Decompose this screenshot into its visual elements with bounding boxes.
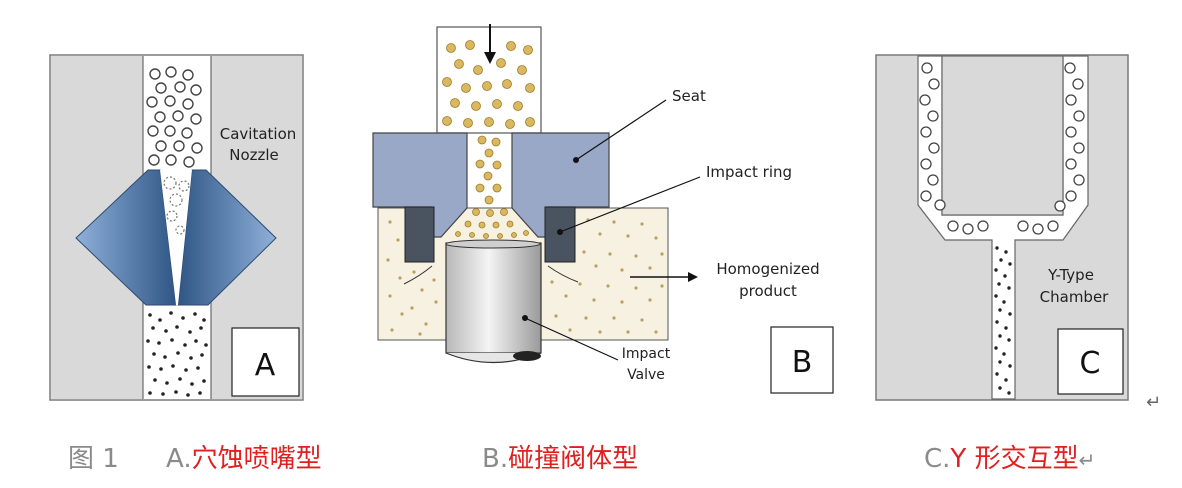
caption-a: A.穴蚀喷嘴型 — [166, 442, 322, 476]
nozzle-cone-left — [75, 169, 177, 306]
particles-downstream — [146, 311, 208, 397]
caption-a-prefix: A. — [166, 444, 192, 474]
panel-c-label-line2: Chamber — [1040, 288, 1110, 306]
caption-c: C.Y 形交互型↵ — [924, 442, 1095, 477]
panel-c-label-line1: Y-Type — [1047, 266, 1094, 284]
homogenized-label-line2: product — [739, 282, 797, 300]
caption-figure-label: 图 1 — [68, 444, 119, 474]
impact-valve-label-line1: Impact — [622, 346, 671, 362]
impact-valve-label-line2: Valve — [627, 367, 665, 383]
flow-arrow-right — [547, 265, 579, 283]
panel-a-cavitation-nozzle: Cavitation Nozzle A — [49, 54, 304, 401]
panel-b-letter-box — [770, 326, 834, 394]
panel-c-letter-box — [1057, 328, 1124, 395]
caption-a-text: 穴蚀喷嘴型 — [191, 444, 322, 474]
panel-a-label-line1: Cavitation — [220, 125, 297, 143]
cavitation-bubbles — [163, 176, 190, 235]
caption-c-prefix: C. — [924, 444, 951, 474]
feed-particles — [442, 40, 535, 239]
flow-arrow-left — [403, 265, 433, 285]
panel-a-letter-box — [231, 327, 300, 397]
y-center-block — [941, 55, 1064, 216]
homogenized-particles — [386, 218, 664, 336]
panel-c-letter: C — [1080, 346, 1101, 381]
impact-ring-left — [404, 206, 435, 263]
bubbles-upstream — [146, 66, 203, 168]
seat-block — [372, 132, 468, 238]
impact-ring-label: Impact ring — [706, 163, 792, 181]
caption-b-prefix: B. — [482, 444, 509, 474]
caption-b-text: 碰撞阀体型 — [508, 444, 639, 474]
caption-b: B.碰撞阀体型 — [482, 442, 638, 476]
seat-label: Seat — [672, 87, 706, 105]
panel-c-y-type-chamber: Y-Type Chamber C — [875, 54, 1129, 401]
impact-valve — [445, 242, 542, 354]
y-bubbles — [919, 62, 1085, 235]
panel-a-label-line2: Nozzle — [229, 146, 279, 164]
panel-a-letter: A — [255, 348, 276, 383]
panel-b-letter: B — [792, 345, 813, 380]
paragraph-mark: ↵ — [1078, 448, 1096, 472]
panel-b-impact-valve: Seat Impact ring Homogenized product Imp… — [372, 24, 834, 394]
homogenized-label-line1: Homogenized — [716, 260, 819, 278]
caption-c-text: Y 形交互型 — [950, 444, 1079, 474]
paragraph-mark-top: ↵ — [1146, 392, 1161, 413]
y-outlet-particles — [994, 246, 1012, 395]
